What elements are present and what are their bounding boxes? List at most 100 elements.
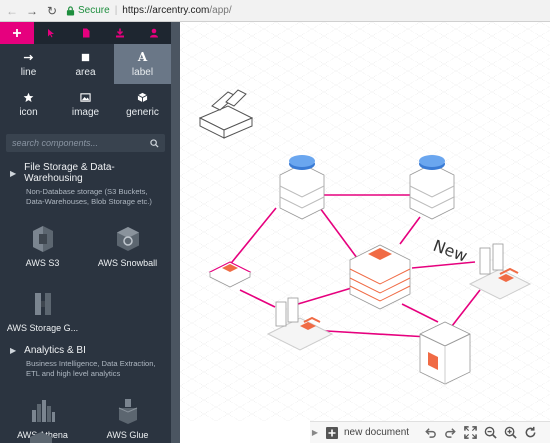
component-aws-snowball[interactable]: AWS Snowball: [85, 213, 170, 278]
search-components[interactable]: [6, 134, 165, 152]
tool-label: area: [75, 66, 96, 78]
tool-label-active[interactable]: A label: [114, 44, 171, 84]
diagram-canvas[interactable]: New: [180, 22, 550, 421]
tool-icon[interactable]: icon: [0, 84, 57, 124]
url-host: https://arcentry.com: [122, 5, 210, 16]
document-icon: [82, 28, 89, 38]
tab-document[interactable]: [68, 22, 102, 44]
text-a-icon: A: [137, 50, 148, 64]
user-icon: [149, 28, 158, 38]
zoom-in-button[interactable]: [503, 426, 517, 440]
expand-icon: [463, 426, 477, 439]
chevron-right-icon: ▶: [10, 346, 17, 355]
tab-add[interactable]: [0, 22, 35, 44]
component-partial-icon: [30, 432, 52, 443]
sidebar-scrollbar[interactable]: [171, 22, 180, 443]
back-arrow-icon[interactable]: ←: [6, 3, 18, 18]
database-server-2: [409, 155, 455, 220]
category-analytics: ▶ Analytics & BI Business Intelligence, …: [0, 345, 171, 379]
new-document-button[interactable]: new document: [326, 426, 410, 439]
aws-s3-icon: [32, 226, 53, 252]
redo-icon: [444, 428, 456, 438]
processor-chip: [208, 261, 252, 288]
tool-line[interactable]: line: [0, 44, 57, 84]
isometric-scene: New: [198, 89, 532, 385]
cube-icon: [137, 92, 148, 102]
component-aws-glue[interactable]: AWS Glue: [85, 385, 170, 443]
component-label: AWS S3: [25, 258, 60, 268]
add-square-icon: [326, 426, 338, 439]
collapse-arrow-icon[interactable]: ▶: [311, 428, 319, 437]
tab-select[interactable]: [34, 22, 68, 44]
aws-snowball-icon: [116, 227, 139, 251]
storage-cluster-2: [468, 243, 532, 300]
component-grid: AWS Athena AWS Glue: [0, 385, 171, 443]
fullscreen-button[interactable]: [463, 426, 477, 440]
category-title: File Storage & Data-Warehousing: [24, 162, 115, 184]
tool-grid: line area A label icon image generic: [0, 44, 171, 124]
square-icon: [81, 53, 90, 61]
component-aws-storage-gateway[interactable]: AWS Storage G...: [0, 278, 85, 343]
cursor-icon: [48, 29, 55, 38]
download-icon: [115, 28, 124, 38]
sidebar-tabbar: [0, 22, 171, 44]
category-description: Business Intelligence, Data Extraction, …: [26, 359, 156, 378]
component-label: AWS Glue: [106, 430, 149, 440]
browser-toolbar: ← → ↻ Secure | https://arcentry.com/app/: [0, 0, 550, 22]
search-icon: [150, 138, 159, 148]
category-title: Analytics & BI: [24, 345, 86, 356]
database-server-1: [279, 155, 325, 220]
category-header[interactable]: ▶ Analytics & BI: [10, 345, 171, 356]
undo-button[interactable]: [423, 426, 437, 440]
storage-cluster-1: [266, 297, 334, 351]
component-grid: AWS S3 AWS Snowball AWS Storage G...: [0, 213, 171, 343]
zoom-in-icon: [504, 426, 517, 439]
tab-download[interactable]: [103, 22, 137, 44]
zoom-out-button[interactable]: [483, 426, 497, 440]
secure-label: Secure: [78, 5, 110, 16]
category-header[interactable]: ▶ File Storage & Data-Warehousing: [10, 162, 171, 184]
tool-label: label: [131, 66, 154, 78]
bottom-toolbar: ▶ new document: [310, 421, 550, 443]
category-description: Non-Database storage (S3 Buckets, Data-W…: [26, 187, 152, 206]
reset-view-button[interactable]: [523, 426, 537, 440]
undo-icon: [424, 428, 436, 438]
search-input[interactable]: [12, 138, 150, 148]
tool-label: icon: [19, 106, 38, 118]
category-file-storage: ▶ File Storage & Data-Warehousing Non-Da…: [0, 162, 171, 207]
canvas-label-text: New: [431, 236, 470, 266]
picture-icon: [80, 92, 91, 102]
lock-icon: [66, 5, 75, 15]
address-bar[interactable]: Secure | https://arcentry.com/app/: [66, 5, 232, 16]
url-path: /app/: [209, 5, 232, 16]
line-arrow-icon: [23, 54, 34, 60]
tab-user[interactable]: [137, 22, 171, 44]
tool-label: image: [71, 106, 100, 118]
wireframe-object: [198, 89, 254, 139]
sidebar: line area A label icon image generic ▶: [0, 22, 171, 443]
chevron-right-icon: ▶: [10, 168, 17, 178]
new-document-label: new document: [344, 427, 410, 438]
component-label: AWS Storage G...: [6, 323, 79, 333]
star-icon: [23, 92, 34, 102]
rotate-icon: [525, 426, 535, 438]
tool-label: generic: [126, 106, 159, 118]
tool-generic[interactable]: generic: [114, 84, 171, 124]
aws-glue-icon: [118, 399, 137, 424]
container-box: [419, 321, 471, 385]
tool-image[interactable]: image: [57, 84, 114, 124]
component-aws-s3[interactable]: AWS S3: [0, 213, 85, 278]
add-icon: [13, 29, 22, 37]
server-stack: [349, 244, 411, 310]
aws-storage-gateway-icon: [34, 293, 51, 315]
canvas-controls: [423, 426, 537, 440]
aws-athena-icon: [31, 400, 55, 422]
redo-button[interactable]: [443, 426, 457, 440]
tool-area[interactable]: area: [57, 44, 114, 84]
component-partial: [30, 431, 52, 443]
component-label: AWS Snowball: [97, 258, 158, 268]
zoom-out-icon: [484, 426, 497, 439]
forward-arrow-icon[interactable]: →: [26, 3, 38, 18]
reload-icon[interactable]: ↻: [46, 3, 58, 18]
tool-label: line: [20, 66, 37, 78]
